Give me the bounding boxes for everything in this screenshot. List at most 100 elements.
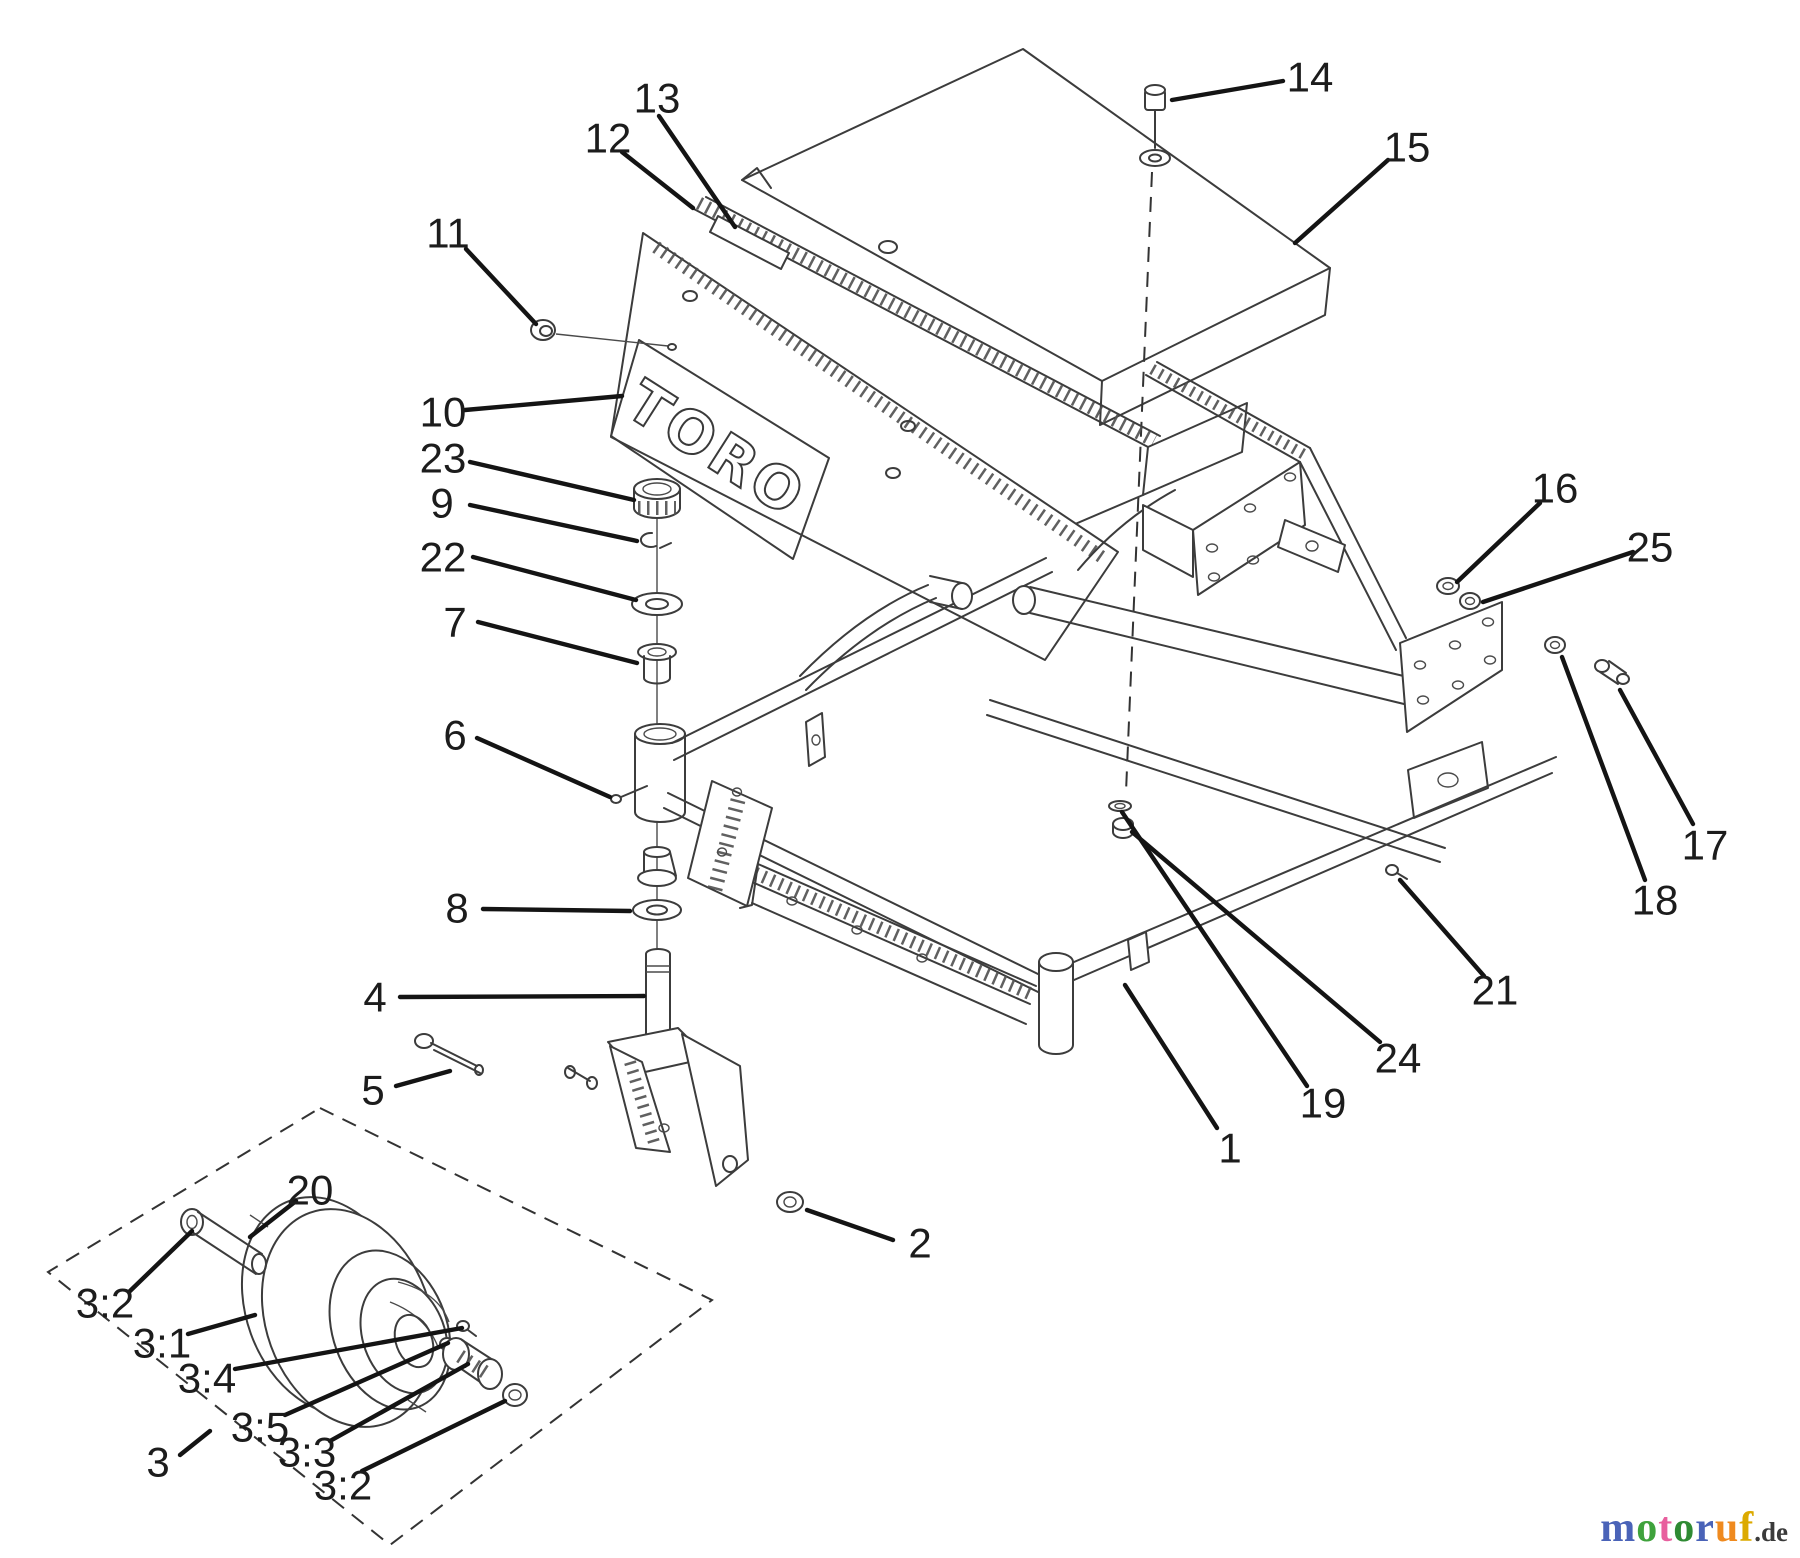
callout-leader-14 bbox=[1169, 78, 1286, 103]
callout-label-11: 11 bbox=[426, 210, 470, 257]
spindle-cap bbox=[633, 478, 681, 519]
callout-label-5: 5 bbox=[361, 1067, 384, 1114]
callout-label-3:3: 3:3 bbox=[278, 1429, 336, 1476]
callout-label-7: 7 bbox=[443, 599, 466, 646]
watermark-letter: o bbox=[1673, 1505, 1696, 1551]
wheel-axle-bolt bbox=[180, 1208, 267, 1275]
front-panel: TORO bbox=[610, 232, 1119, 661]
callout-leader-8 bbox=[480, 906, 633, 914]
callout-label-10: 10 bbox=[420, 389, 467, 436]
side-cover-panel bbox=[691, 196, 1248, 552]
callout-label-17: 17 bbox=[1682, 822, 1729, 869]
motoruf-watermark: motoruf.de bbox=[1600, 1504, 1788, 1552]
watermark-letter: f bbox=[1739, 1505, 1755, 1551]
callout-label-22: 22 bbox=[420, 534, 467, 581]
callout-label-21: 21 bbox=[1472, 967, 1519, 1014]
callout-leader-12 bbox=[619, 149, 696, 211]
right-plate-hardware bbox=[1436, 577, 1630, 685]
callout-label-20: 20 bbox=[287, 1167, 334, 1214]
caster-tube-left bbox=[634, 723, 686, 823]
callout-label-9: 9 bbox=[430, 480, 453, 527]
callout-label-6: 6 bbox=[443, 712, 466, 759]
callout-label-18: 18 bbox=[1632, 877, 1679, 924]
callout-leader-13 bbox=[656, 113, 738, 230]
spindle-nut bbox=[776, 1191, 804, 1213]
callout-label-19: 19 bbox=[1300, 1080, 1347, 1127]
callout-leader-21 bbox=[1397, 877, 1487, 979]
callout-label-3: 3 bbox=[146, 1439, 169, 1486]
hitch-bracket bbox=[1407, 741, 1489, 819]
callout-label-16: 16 bbox=[1532, 465, 1579, 512]
nut-18 bbox=[1544, 636, 1566, 654]
callout-leader-25 bbox=[1480, 549, 1636, 605]
callout-label-3:2: 3:2 bbox=[314, 1462, 372, 1509]
callout-leader-24 bbox=[1129, 829, 1383, 1045]
callout-leader-19 bbox=[1119, 809, 1310, 1089]
callout-leader-4 bbox=[397, 993, 647, 1000]
rear-right-mount-plate bbox=[1399, 601, 1503, 733]
callout-leader-2 bbox=[804, 1207, 896, 1243]
spindle-hardware-stack bbox=[610, 478, 686, 1051]
callout-leader-3:4 bbox=[232, 1325, 465, 1372]
callout-label-3:2: 3:2 bbox=[76, 1280, 134, 1327]
callout-leader-5 bbox=[393, 1068, 453, 1089]
callout-label-13: 13 bbox=[634, 75, 681, 122]
callout-leader-3:2 bbox=[127, 1228, 195, 1294]
watermark-letter: t bbox=[1658, 1505, 1674, 1551]
callout-leader-11 bbox=[463, 246, 539, 327]
wheel-tire bbox=[240, 1196, 452, 1428]
callout-layer: 1415131211102392276845203:23:13:43:53:33… bbox=[76, 54, 1729, 1509]
cover-bracket bbox=[709, 215, 790, 270]
rear-left-mount-plate bbox=[1192, 461, 1306, 596]
callout-leader-20 bbox=[247, 1198, 299, 1240]
callout-label-24: 24 bbox=[1375, 1035, 1422, 1082]
bolt-17 bbox=[1594, 659, 1630, 685]
callout-leader-6 bbox=[474, 735, 613, 800]
watermark-letter: m bbox=[1600, 1505, 1637, 1551]
upper-washer bbox=[631, 592, 683, 616]
callout-label-3:4: 3:4 bbox=[178, 1355, 236, 1402]
callout-label-1: 1 bbox=[1218, 1125, 1241, 1172]
callout-label-4: 4 bbox=[363, 974, 386, 1021]
callout-label-12: 12 bbox=[585, 115, 632, 162]
callout-label-3:1: 3:1 bbox=[133, 1320, 191, 1367]
cover-bolt bbox=[1125, 84, 1171, 793]
callout-leader-1 bbox=[1122, 982, 1220, 1131]
callout-label-23: 23 bbox=[420, 435, 467, 482]
callout-label-2: 2 bbox=[908, 1220, 931, 1267]
callout-leader-7 bbox=[475, 619, 640, 666]
callout-leader-3:3 bbox=[327, 1361, 471, 1444]
callout-leader-3:2 bbox=[359, 1398, 508, 1474]
motoruf-logo-suffix: .de bbox=[1754, 1517, 1788, 1547]
callout-leader-16 bbox=[1454, 500, 1543, 585]
retaining-clip bbox=[639, 531, 672, 549]
callout-label-3:5: 3:5 bbox=[231, 1404, 289, 1451]
watermark-letter: r bbox=[1695, 1505, 1715, 1551]
callout-leader-10 bbox=[462, 393, 625, 413]
subassembly-boundary bbox=[46, 1106, 714, 1547]
main-frame bbox=[663, 361, 1557, 1055]
grease-fitting bbox=[610, 785, 648, 804]
callout-label-25: 25 bbox=[1627, 524, 1674, 571]
caster-fork-assembly bbox=[414, 1027, 804, 1213]
callout-leader-3:5 bbox=[282, 1340, 451, 1418]
callout-label-14: 14 bbox=[1287, 54, 1334, 101]
callout-leader-17 bbox=[1617, 687, 1696, 827]
toro-decal-outline bbox=[610, 339, 830, 560]
callout-leader-9 bbox=[467, 502, 640, 544]
upper-bushing bbox=[637, 643, 677, 685]
top-cover-panel bbox=[741, 48, 1331, 426]
fork-bolt bbox=[414, 1033, 598, 1090]
motoruf-logo-word: motoruf bbox=[1600, 1505, 1754, 1551]
callout-leader-15 bbox=[1292, 157, 1391, 246]
wheel-subassembly bbox=[46, 1106, 714, 1547]
callout-label-15: 15 bbox=[1384, 124, 1431, 171]
hub-hardware bbox=[439, 1320, 528, 1407]
callout-leader-18 bbox=[1559, 654, 1648, 883]
spindle-shaft bbox=[645, 948, 671, 1051]
callout-leader-3 bbox=[177, 1428, 213, 1458]
frame-screw bbox=[1385, 864, 1408, 880]
callout-leader-22 bbox=[470, 554, 639, 603]
